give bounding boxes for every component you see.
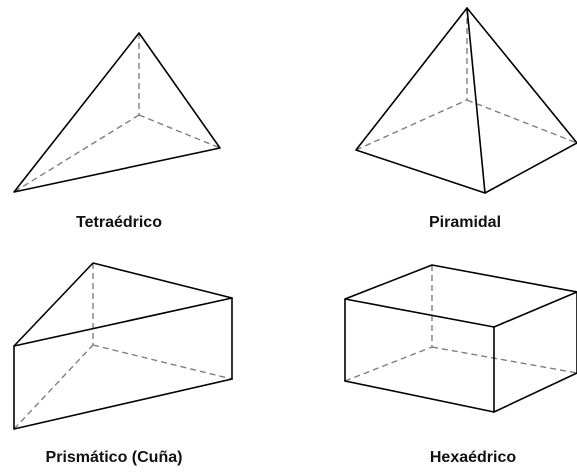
hexahedron-figure: [344, 264, 577, 413]
wedge-figure: [13, 262, 233, 430]
tetrahedron-figure: [13, 32, 221, 193]
hexahedron-label: Hexaédrico: [429, 449, 517, 466]
pyramid-figure: [355, 7, 577, 194]
wedge-label: Prismático (Cuña): [45, 449, 183, 466]
tetrahedron-label: Tetraédrico: [76, 214, 162, 231]
pyramid-label: Piramidal: [428, 214, 502, 231]
